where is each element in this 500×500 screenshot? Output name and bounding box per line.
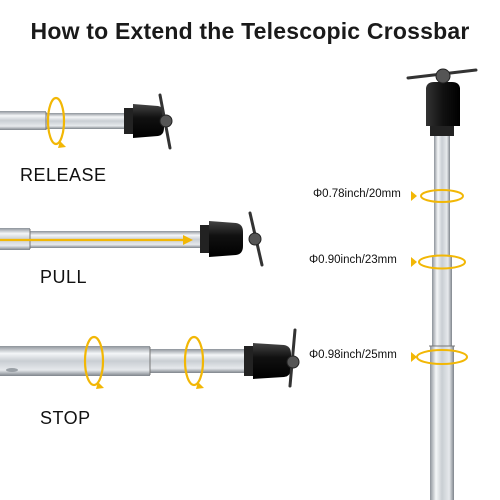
diameter-ring-23mm: [411, 254, 466, 270]
page-title: How to Extend the Telescopic Crossbar: [30, 18, 470, 44]
step-label-stop: STOP: [40, 408, 91, 428]
stop-rod: [0, 328, 300, 388]
diameter-label-23mm: Φ0.90inch/23mm: [309, 254, 397, 266]
vertical-pole: [406, 68, 478, 500]
diameter-label-20mm: Φ0.78inch/20mm: [313, 188, 401, 200]
diameter-label-25mm: Φ0.98inch/25mm: [309, 349, 397, 361]
stop-rotate-arrow-left-icon: [83, 335, 105, 389]
pull-rod: [0, 211, 264, 267]
diameter-ring-25mm: [411, 349, 468, 365]
step-label-pull: PULL: [40, 267, 88, 287]
stop-rotate-arrow-right-icon: [183, 335, 205, 389]
pull-arrow-icon: [0, 235, 193, 245]
step-label-release: RELEASE: [20, 165, 107, 185]
diameter-ring-20mm: [411, 189, 464, 203]
release-rotate-arrow-icon: [46, 96, 66, 148]
release-rod: [0, 93, 173, 150]
